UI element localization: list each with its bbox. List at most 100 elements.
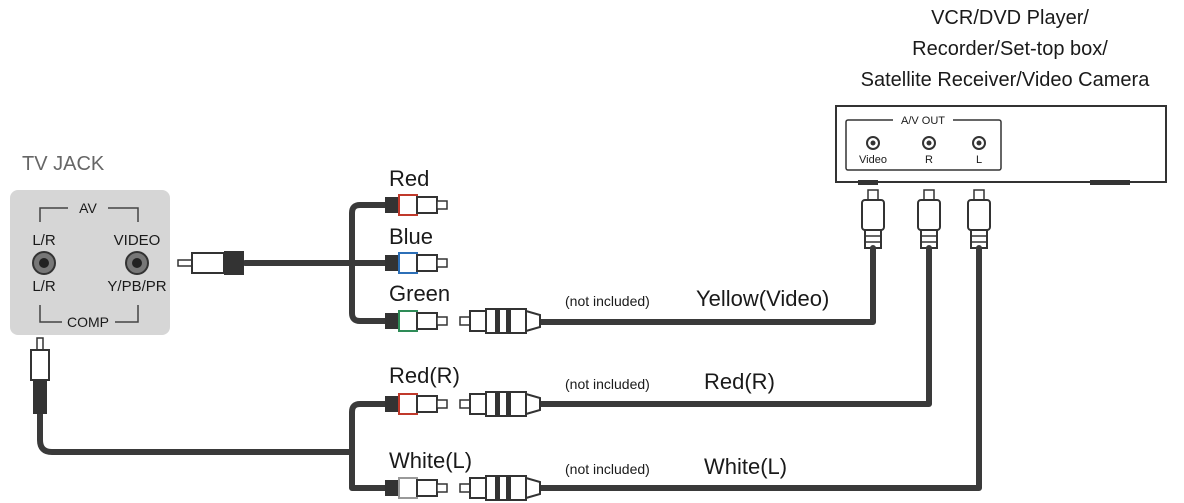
yellow-mating-stripe — [506, 309, 511, 333]
label-white-l-conn: White(L) — [704, 454, 787, 479]
tv-jack-title: TV JACK — [22, 153, 105, 175]
white-l-plug-tip — [973, 189, 985, 201]
component-split-cable — [349, 202, 388, 324]
green-plug-body — [416, 312, 438, 330]
right-bottom-label: Y/PB/PR — [107, 278, 166, 295]
red-r-mating-tip — [459, 399, 471, 409]
white-l-mating-stripe — [495, 476, 500, 500]
video-plug-tip — [867, 189, 879, 201]
tv-video-plug-body — [191, 252, 225, 274]
red-plug-tip — [436, 200, 448, 210]
red-r-mating-plug — [459, 391, 541, 417]
red-plug-band — [398, 194, 418, 216]
white-l-mating-plug — [459, 475, 541, 501]
r-out-port-pin — [926, 140, 932, 146]
video-port-label: Video — [859, 154, 887, 166]
external-cable-plugs — [459, 308, 541, 501]
tv-video-plug — [177, 251, 244, 275]
comp-bracket — [39, 305, 139, 323]
white-l-mating-strain — [525, 476, 541, 500]
white-l-plug — [967, 189, 991, 249]
red-r-mating-strain — [525, 392, 541, 416]
red-r-audio-body — [416, 395, 438, 413]
right-top-label: VIDEO — [114, 232, 161, 249]
left-top-label: L/R — [32, 232, 56, 249]
blue-plug-body — [416, 254, 438, 272]
audio-main-cable — [37, 409, 388, 491]
blue-plug-band — [398, 252, 418, 274]
tv-audio-plug-body — [30, 349, 50, 381]
yellow-mating-sleeve — [469, 310, 487, 332]
note-yellow: (not included) — [565, 293, 650, 309]
l-port-label: L — [976, 154, 982, 166]
tv-audio-plug-tip — [36, 337, 44, 351]
yellow-mating-strain — [525, 309, 541, 333]
cable-labels: Red Blue Green Red(R) White(L) (not incl… — [389, 166, 829, 479]
red-component-plug — [385, 194, 448, 216]
av-out-label-bg — [893, 113, 953, 127]
device-title-line-1: VCR/DVD Player/ — [931, 7, 1089, 29]
white-l-audio-band — [398, 477, 418, 499]
green-plug-collar — [385, 313, 399, 329]
device-foot-left — [858, 180, 878, 185]
red-r-audio-band — [398, 393, 418, 415]
white-l-audio-tip — [436, 483, 448, 493]
left-bottom-label: L/R — [32, 278, 56, 295]
yellow-video-mating-plug — [459, 308, 541, 334]
l-out-port-pin — [976, 140, 982, 146]
white-l-mating-tip — [459, 483, 471, 493]
component-plugs — [385, 194, 448, 499]
tv-video-plug-tip — [177, 259, 193, 267]
red-plug-body — [416, 196, 438, 214]
note-red-r: (not included) — [565, 376, 650, 392]
label-green: Green — [389, 281, 450, 306]
red-r-plug-tip — [923, 189, 935, 201]
white-l-mating-stripe — [506, 476, 511, 500]
note-white-l: (not included) — [565, 461, 650, 477]
label-white-l: White(L) — [389, 448, 472, 473]
green-component-plug — [385, 310, 448, 332]
red-r-audio-collar — [385, 396, 399, 412]
blue-plug-tip — [436, 258, 448, 268]
tv-jack: TV JACK AV COMP L/R L/R VIDEO Y/PB/PR — [10, 153, 170, 335]
label-red-r: Red(R) — [389, 363, 460, 388]
device-title-line-2: Recorder/Set-top box/ — [912, 38, 1108, 60]
green-plug-band — [398, 310, 418, 332]
audio-split-cable — [349, 401, 388, 455]
red-r-cable — [532, 245, 932, 407]
source-device-title: VCR/DVD Player/ Recorder/Set-top box/ Sa… — [861, 7, 1151, 91]
comp-label: COMP — [67, 314, 109, 330]
lr-jack-port-core — [39, 258, 49, 268]
device-plugs — [861, 189, 991, 249]
source-device-box: A/V OUT Video R L — [835, 105, 1167, 185]
white-l-audio-body — [416, 479, 438, 497]
device-foot-right — [1090, 180, 1130, 185]
red-r-plug-body — [917, 199, 941, 231]
av-label: AV — [79, 200, 97, 216]
white-l-mating-sleeve — [469, 477, 487, 499]
white-l-audio-collar — [385, 480, 399, 496]
red-r-mating-stripe — [495, 392, 500, 416]
red-plug-collar — [385, 197, 399, 213]
label-blue: Blue — [389, 224, 433, 249]
tv-jack-panel — [10, 190, 170, 335]
label-red: Red — [389, 166, 429, 191]
red-r-mating-stripe — [506, 392, 511, 416]
video-plug-body — [861, 199, 885, 231]
white-l-plug-body — [967, 199, 991, 231]
red-r-audio-tip — [436, 399, 448, 409]
yellow-mating-stripe — [495, 309, 500, 333]
device-title-line-3: Satellite Receiver/Video Camera — [861, 69, 1151, 91]
white-l-cable — [532, 245, 982, 491]
blue-plug-collar — [385, 255, 399, 271]
av-bracket — [39, 207, 139, 222]
red-r-audio-plug — [385, 393, 448, 415]
tv-audio-plug — [30, 337, 50, 414]
tv-audio-plug-grip — [33, 380, 47, 414]
r-port-label: R — [925, 154, 933, 166]
yellow-video-cable — [532, 245, 876, 325]
white-l-audio-plug — [385, 477, 448, 499]
tv-video-plug-grip — [224, 251, 244, 275]
cables — [37, 202, 982, 491]
